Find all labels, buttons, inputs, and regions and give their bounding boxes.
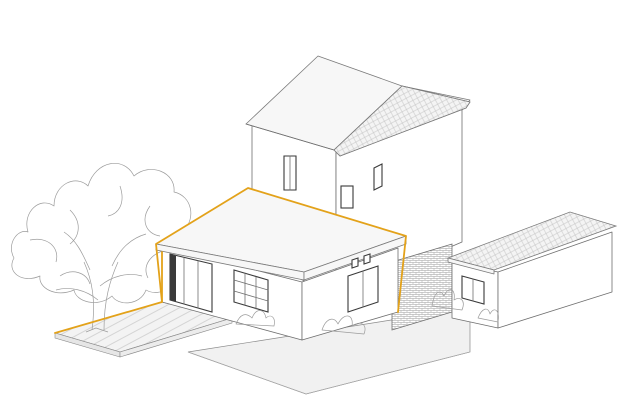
house-small-window	[340, 185, 354, 209]
house-window-right	[373, 163, 383, 191]
single-storey-extension	[54, 187, 407, 341]
extension-grid-window	[233, 269, 269, 313]
outbuilding	[446, 211, 618, 329]
extension-front-window	[347, 265, 379, 313]
planting	[235, 289, 499, 335]
extension-highlight-outline	[54, 187, 407, 334]
tree	[11, 163, 192, 333]
